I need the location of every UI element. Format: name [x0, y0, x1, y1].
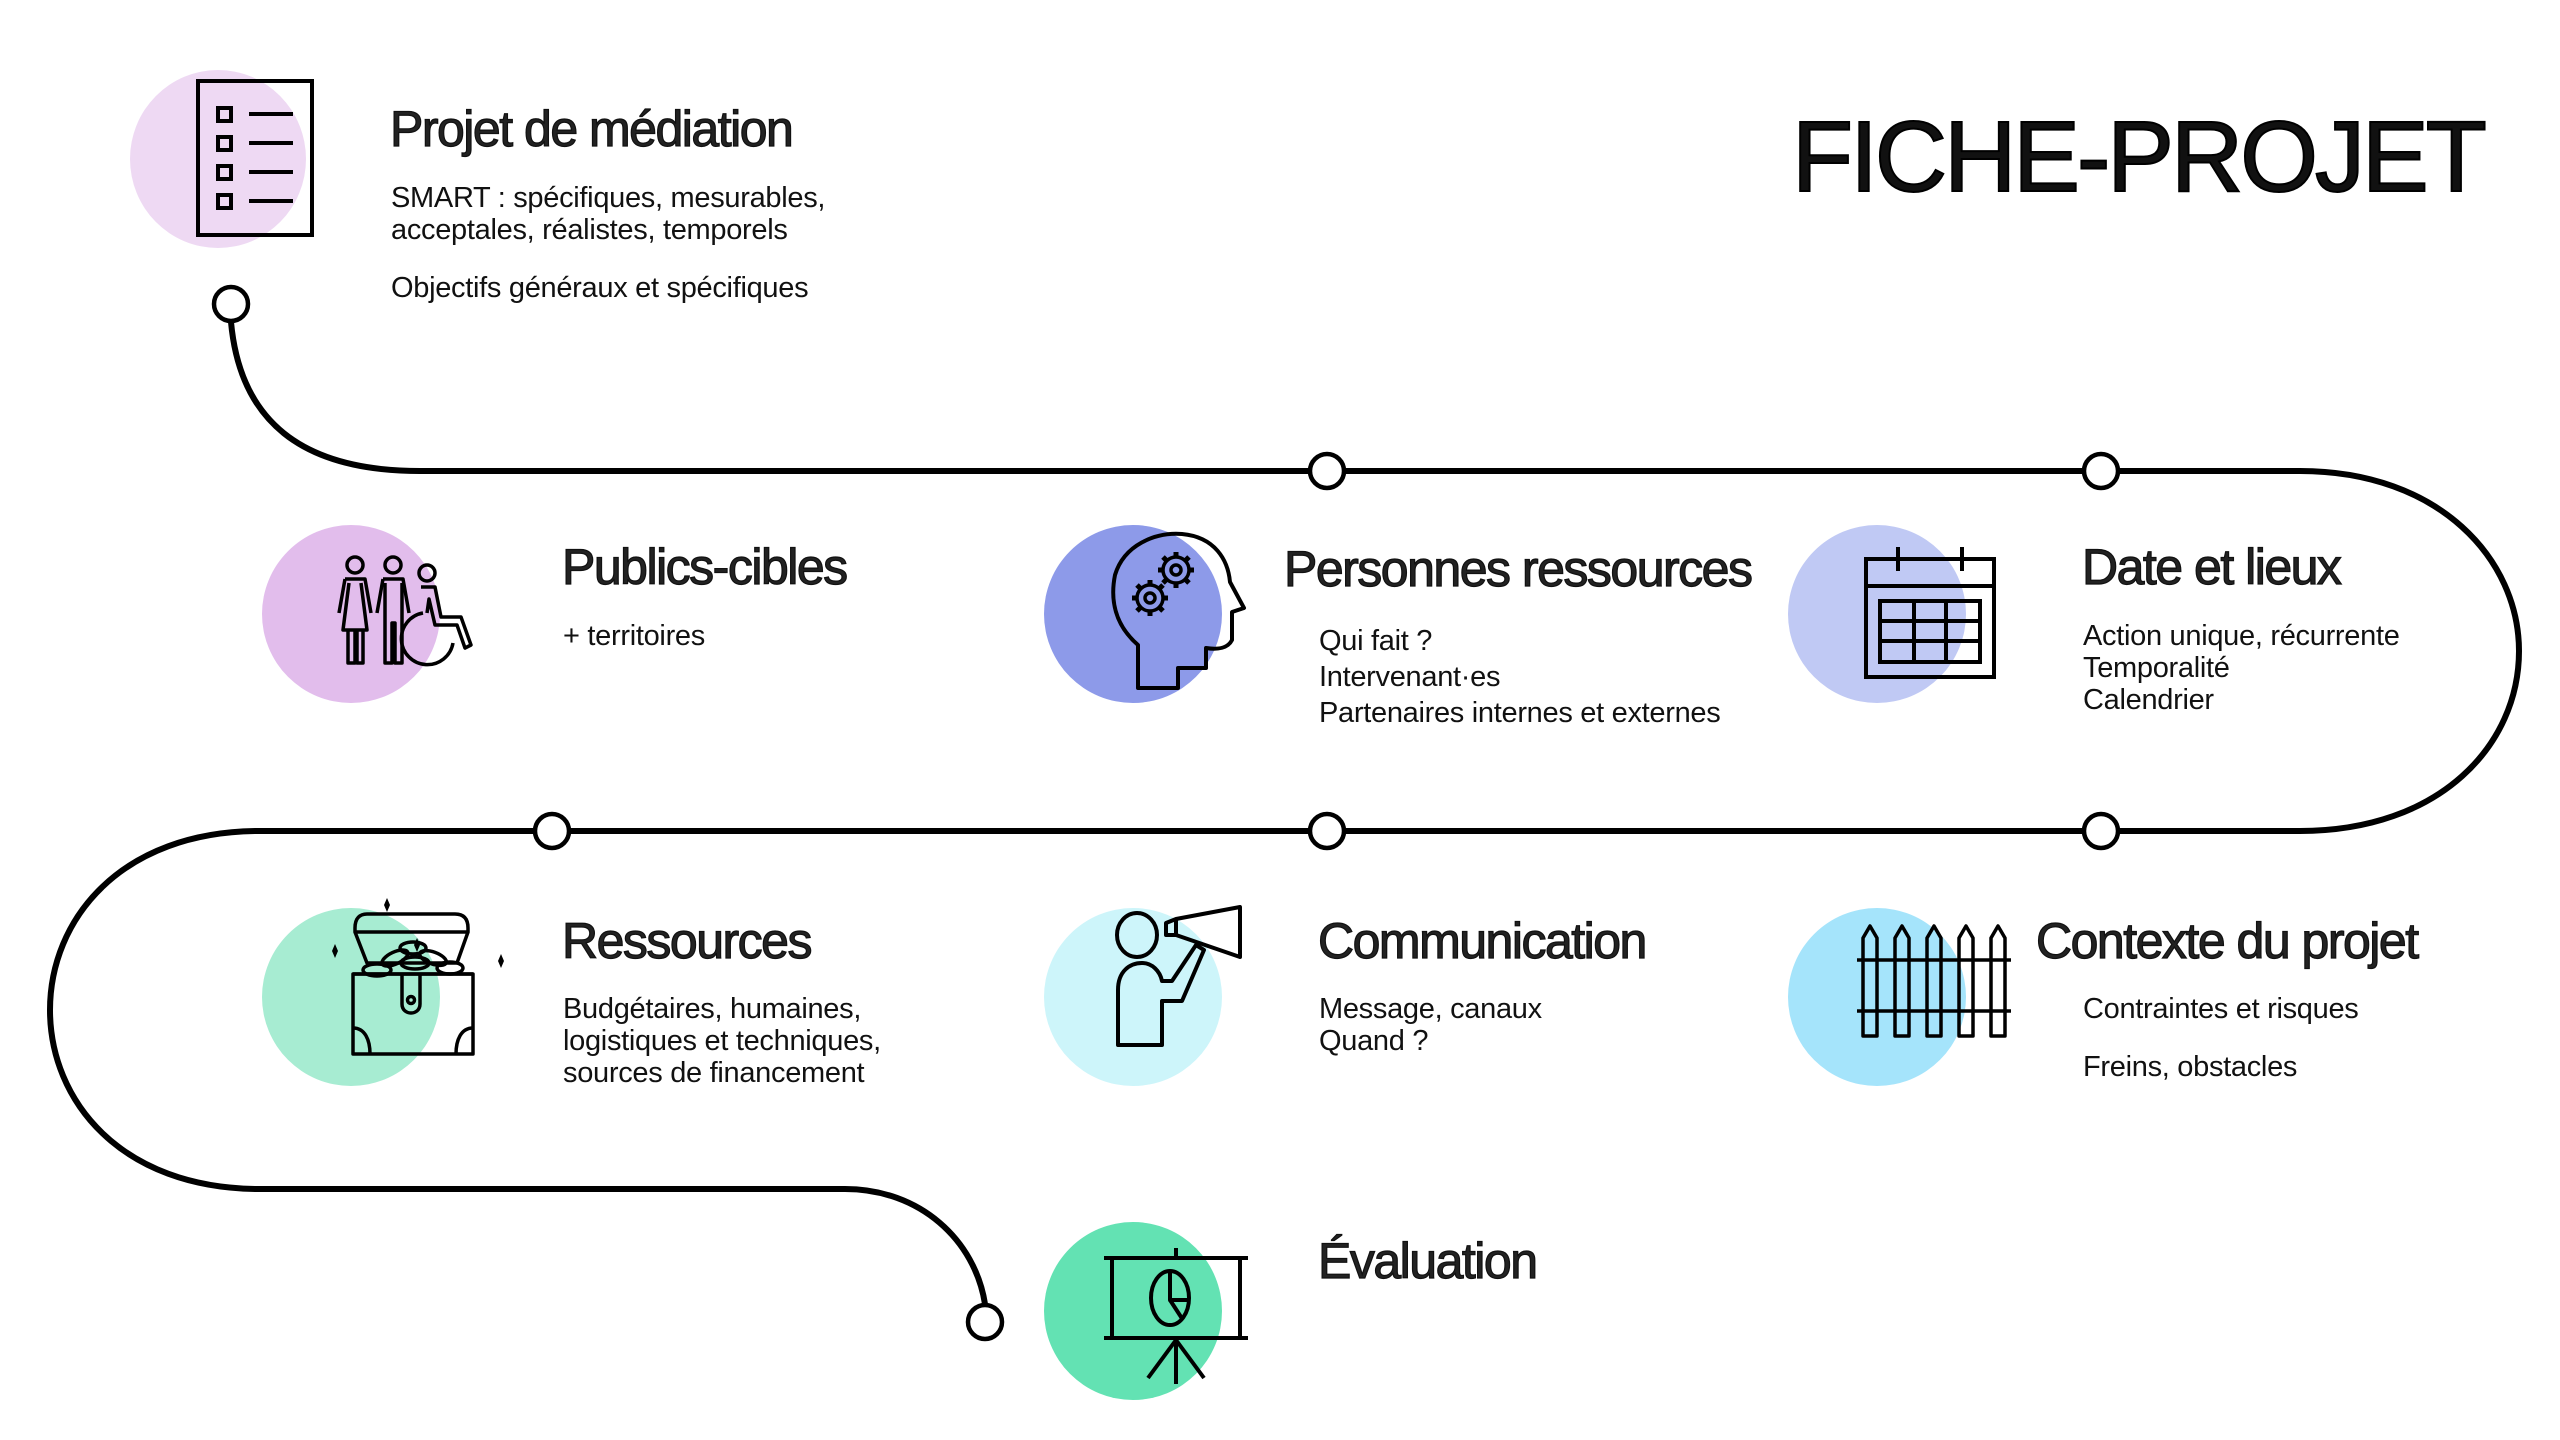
roadmap-node [532, 811, 572, 851]
color-blob [130, 70, 306, 248]
step-line: Intervenant·es [1319, 661, 1501, 693]
fence-icon [1857, 924, 2011, 1038]
step-description: Action unique, récurrente Temporalité Ca… [2083, 620, 2400, 716]
step-description: Contraintes et risques Freins, obstacles [2083, 993, 2359, 1083]
roadmap-node-start [211, 284, 251, 324]
checklist-icon [196, 79, 314, 237]
step-line: Calendrier [2083, 684, 2214, 716]
color-blob [1044, 1222, 1222, 1400]
step-line: Message, canaux [1319, 993, 1542, 1025]
roadmap-node [2081, 811, 2121, 851]
step-line: logistiques et techniques, [563, 1025, 881, 1057]
calendar-icon [1864, 547, 1996, 679]
step-line: sources de financement [563, 1057, 865, 1089]
step-description: Budgétaires, humaines, logistiques et te… [563, 993, 881, 1089]
spacer [2083, 1025, 2359, 1051]
step-title: Date et lieux [2081, 538, 2342, 595]
step-description: SMART : spécifiques, mesurables, accepta… [391, 182, 825, 304]
step-line: Quand ? [1319, 1025, 1429, 1057]
roadmap-node [1307, 451, 1347, 491]
step-line: + territoires [563, 620, 705, 652]
treasure-chest-icon [332, 898, 504, 1056]
color-blob [1044, 908, 1222, 1086]
step-title: Évaluation [1317, 1232, 1538, 1289]
people-accessibility-icon [337, 555, 473, 667]
spacer [391, 246, 825, 272]
megaphone-person-icon [1115, 905, 1242, 1047]
roadmap-node [2081, 451, 2121, 491]
step-title: Publics-cibles [561, 538, 848, 595]
step-title: Contexte du projet [2035, 912, 2419, 969]
step-line: Qui fait ? [1319, 625, 1433, 657]
step-description: Message, canaux Quand ? [1319, 993, 1542, 1057]
step-line: SMART : spécifiques, mesurables, [391, 182, 826, 214]
step-line: Freins, obstacles [2083, 1051, 2298, 1083]
roadmap-node-end [965, 1302, 1005, 1342]
color-blob [1788, 525, 1966, 703]
step-title: Projet de médiation [389, 100, 794, 157]
step-description: + territoires [563, 620, 705, 652]
step-line: Contraintes et risques [2083, 993, 2359, 1025]
step-title: Communication [1317, 912, 1648, 969]
presentation-chart-icon [1104, 1248, 1248, 1384]
color-blob [1044, 525, 1222, 703]
page-title: FICHE-PROJET [1791, 100, 2488, 214]
roadmap-node [1307, 811, 1347, 851]
step-line: Action unique, récurrente [2083, 620, 2400, 652]
step-line: Partenaires internes et externes [1319, 697, 1721, 729]
step-title: Ressources [561, 912, 813, 969]
step-line: Temporalité [2083, 652, 2230, 684]
step-description: Qui fait ? Intervenant·es Partenaires in… [1319, 623, 1721, 731]
head-gears-icon [1111, 531, 1246, 690]
roadmap-line [46, 321, 2523, 1305]
step-line: Budgétaires, humaines, [563, 993, 862, 1025]
step-title: Personnes ressources [1283, 540, 1753, 597]
step-line: acceptales, réalistes, temporels [391, 214, 788, 246]
step-line: Objectifs généraux et spécifiques [391, 272, 809, 304]
color-blob [262, 525, 440, 703]
